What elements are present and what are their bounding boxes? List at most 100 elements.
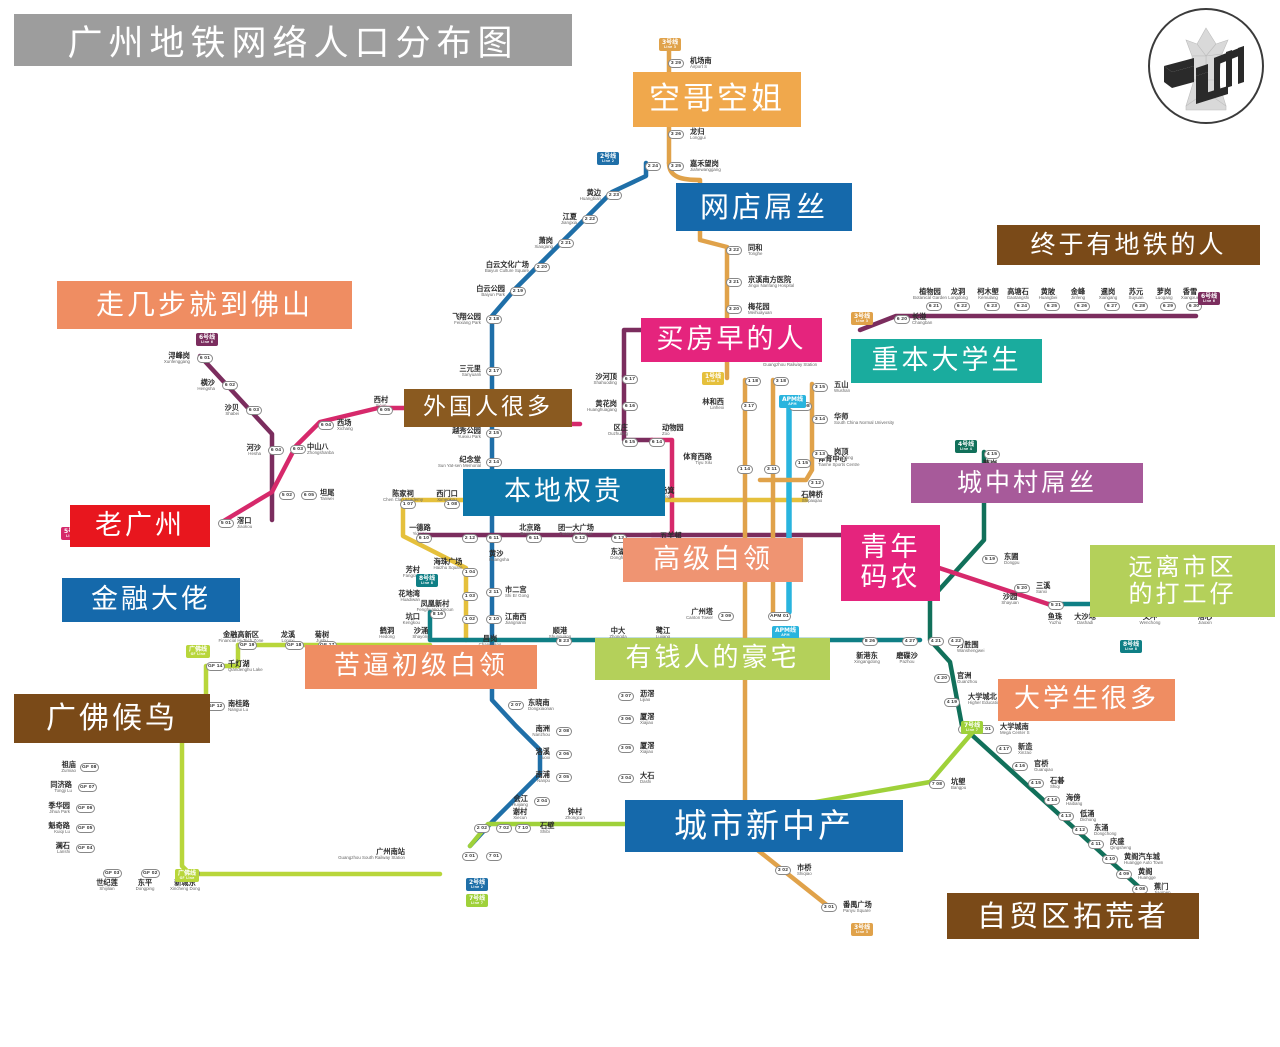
station-code-bullet: 6 20 — [894, 315, 910, 324]
line-tag-label-en: Line 3 — [664, 45, 677, 49]
callout-kgkj: 空哥空姐 — [633, 72, 801, 127]
station-name-cn: 华师 — [834, 412, 849, 421]
station-code-bullet: 3 15 — [812, 383, 828, 392]
station-code-bullet: 1 08 — [444, 500, 460, 509]
line-tag-label-en: Line 1 — [707, 379, 720, 383]
station-name-cn: 新港东 — [856, 651, 878, 660]
line-tag-label-en: Line 6 — [201, 340, 214, 344]
station-code-bullet: 6 10 — [416, 534, 432, 543]
station-name-cn: 黄陂 — [1040, 287, 1056, 296]
callout-czcds: 城中村屌丝 — [911, 463, 1143, 503]
station-name-en: South China Normal University — [834, 419, 895, 425]
station-code-bullet: 8 23 — [556, 637, 572, 646]
station-name-cn: 东圃 — [1004, 552, 1019, 561]
station-name-en: Changgang — [479, 642, 502, 648]
station-name-en: Yangji — [660, 493, 672, 499]
station-name-cn: 区庄 — [613, 423, 628, 432]
station-name-en: Kengkou — [402, 619, 420, 625]
station-name-cn: 沙涌 — [413, 626, 429, 635]
station-name-cn: 长湴 — [912, 312, 927, 321]
station-label: 龙溪Longxi — [281, 631, 295, 643]
station-name-cn: 同和 — [748, 243, 763, 252]
station-code-bullet: 6 05 — [377, 406, 393, 415]
station-name-cn: 中大 — [610, 626, 626, 635]
station-name-cn: 梅花园 — [748, 302, 770, 311]
station-name-en: Tanwei — [320, 495, 334, 501]
station-code-bullet: 6 14 — [649, 438, 665, 447]
station-code-bullet: 6 04 — [318, 421, 334, 430]
station-name-en: Zhongcun — [565, 814, 585, 820]
station-name-en: Xincheng Dong — [169, 885, 201, 891]
station-code-bullet: 2 18 — [486, 315, 502, 324]
station-name-cn: 大学城南 — [1000, 722, 1029, 731]
line-tag-label: 1号线 — [705, 373, 722, 380]
station-code-bullet: 1 18 — [745, 377, 761, 386]
station-name-cn: 白云文化广场 — [485, 260, 529, 269]
station-name-cn: 苏元 — [1128, 287, 1144, 296]
station-code-bullet: 3 17 — [741, 402, 757, 411]
line-tag-label-en: Line 8 — [421, 581, 434, 585]
station-code-bullet: 2 22 — [582, 215, 598, 224]
line-tag-label: 8号线 — [1123, 641, 1140, 648]
station-name-cn: 金峰 — [1070, 287, 1086, 296]
station-name-cn: 市桥 — [797, 863, 812, 872]
station-name-en: Shabei — [225, 410, 239, 416]
line-tag-label: APM线 — [782, 396, 804, 403]
station-name-cn: 浔峰岗 — [168, 351, 190, 360]
station-code-bullet: 4 11 — [1088, 840, 1104, 849]
station-name-en: Fangcun — [402, 572, 420, 578]
station-code-bullet: 2 21 — [558, 239, 574, 248]
station-code-bullet: APM 01 — [768, 612, 791, 621]
line-tag-label-en: Line 8 — [1125, 647, 1138, 651]
station-name-en: Huangge — [1138, 874, 1156, 880]
station-name-en: Shahuoding — [593, 379, 617, 385]
station-name-cn: 江夏 — [562, 212, 577, 221]
station-label: 蕉门Jiaomen — [1154, 883, 1171, 895]
station-name-cn: 柯木塱 — [977, 287, 999, 296]
station-code-bullet: 4 17 — [996, 745, 1012, 754]
station-name-cn: 西门口 — [436, 489, 458, 498]
station-label: 西村Xicun — [374, 396, 388, 408]
station-name-cn: 龙归 — [690, 127, 705, 136]
station-name-en: Chen Clan Academy — [382, 496, 424, 502]
station-name-en: Xingangdong — [854, 658, 880, 664]
station-code-bullet: 2 07 — [508, 701, 524, 710]
station-name-cn: 黄阁 — [1138, 867, 1153, 876]
station-name-en: Jiahewanggang — [690, 166, 721, 172]
station-name-en: Huijiang — [512, 801, 528, 807]
station-code-bullet: 4 27 — [902, 637, 918, 646]
station-code-bullet: 2 08 — [556, 727, 572, 736]
station-name-cn: 谢村 — [512, 807, 528, 816]
station-name-en: Guangzhou Railway Station — [762, 361, 818, 367]
station-code-bullet: 3 22 — [726, 246, 742, 255]
station-code-bullet: 6 16 — [622, 402, 638, 411]
